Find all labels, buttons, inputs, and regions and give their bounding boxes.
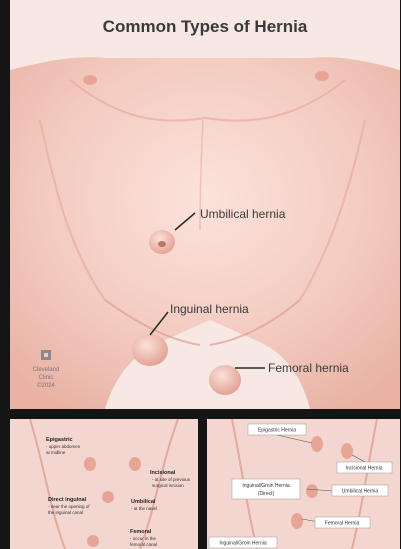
epigastric-bulge <box>84 457 96 471</box>
page-title: Common Types of Hernia <box>103 17 308 36</box>
femoral-hernia-label: Femoral hernia <box>268 361 349 375</box>
right-nipple <box>315 71 329 81</box>
femoral-desc-1: - occur in the <box>130 536 157 541</box>
label-epigastric-hernia: Epigastric Hernia <box>258 428 296 434</box>
umbilical-hernia-label: Umbilical hernia <box>200 207 286 221</box>
thumbnail-hernia-types-right[interactable]: Epigastric Hernia Incisional Hernia Ingu… <box>207 419 400 549</box>
torso-illustration: Common Types of Hernia Umbilical hernia … <box>10 17 400 409</box>
label-inguinal-groin-hernia: Inguinal/Groin Hernia <box>219 541 266 547</box>
direct-inguinal-title: Direct inguinal <box>48 497 87 503</box>
epigastric-bulge-right <box>311 436 323 452</box>
inguinal-bulge-right <box>291 513 303 529</box>
femoral-desc-2: femoral canal <box>130 542 157 547</box>
credit-line-3: ©2024 <box>37 382 55 389</box>
umbilical-bulge-right <box>306 484 318 498</box>
incisional-bulge <box>129 457 141 471</box>
credit-line-2: Clinic <box>39 375 54 381</box>
label-umbilical-hernia: Umbilical Hernia <box>342 489 379 495</box>
left-nipple <box>83 75 97 85</box>
femoral-title: Femoral <box>130 529 152 535</box>
main-hernia-illustration: Common Types of Hernia Umbilical hernia … <box>10 0 400 409</box>
incisional-desc-1: - at site of previous <box>152 477 191 482</box>
incisional-bulge-right <box>341 443 353 459</box>
femoral-hernia-bulge <box>209 365 241 395</box>
incisional-title: Incisional <box>150 470 176 476</box>
direct-inguinal-desc-2: the inguinal canal <box>48 510 83 515</box>
thumbnail-right-illustration: Epigastric Hernia Incisional Hernia Ingu… <box>207 419 400 549</box>
label-femoral-hernia: Femoral Hernia <box>325 521 360 527</box>
credit-line-1: Cleveland <box>33 367 60 373</box>
epigastric-desc-2: at midline <box>46 450 66 455</box>
label-inguinal-direct-1: Inguinal/Groin Hernia <box>242 483 289 489</box>
femoral-bulge <box>87 535 99 547</box>
label-incisional-hernia: Incisional Hernia <box>346 466 383 472</box>
inguinal-hernia-bulge <box>132 334 168 366</box>
inguinal-hernia-label: Inguinal hernia <box>170 302 249 316</box>
direct-inguinal-desc-1: - near the opening of <box>48 504 90 509</box>
epigastric-title: Epigastric <box>46 437 73 443</box>
torso-shape <box>10 57 400 409</box>
umbilical-title: Umbilical <box>131 499 156 505</box>
thumbnail-hernia-types-left[interactable]: Epigastric - upper abdomen at midline In… <box>10 419 198 549</box>
umbilical-desc-1: - at the navel <box>131 506 157 511</box>
label-inguinal-direct-2: (Direct) <box>258 491 275 497</box>
umbilical-bulge <box>102 491 114 503</box>
epigastric-desc-1: - upper abdomen <box>46 444 81 449</box>
incisional-desc-2: surgical incision <box>152 483 184 488</box>
thumbnail-left-illustration: Epigastric - upper abdomen at midline In… <box>10 419 198 549</box>
